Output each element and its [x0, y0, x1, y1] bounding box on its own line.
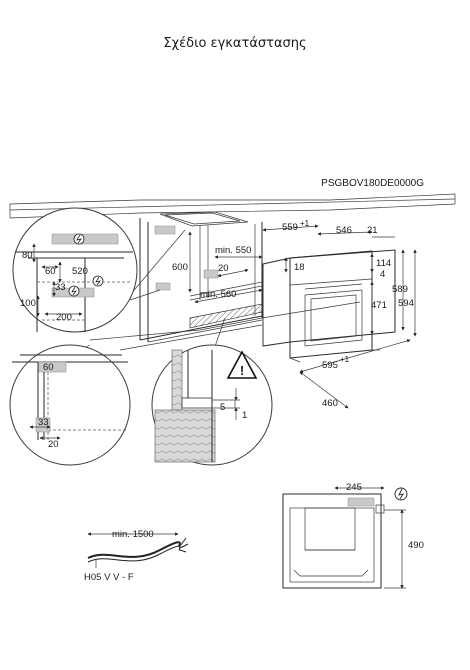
dim-min-560: min. 560	[200, 289, 236, 300]
cable-min-length: min. 1500	[112, 529, 154, 540]
warning-mark: !	[240, 363, 244, 378]
dim-460: 460	[322, 398, 338, 409]
dim-33: 33	[55, 282, 66, 293]
power-symbol-icon	[92, 275, 104, 287]
page-title: Σχέδιο εγκατάστασης	[163, 36, 307, 51]
left-detail-circle: 80 60 520 33 100 200	[12, 207, 138, 333]
dim-559: 559	[282, 222, 298, 233]
kitchen-cabinet	[9, 193, 456, 351]
power-symbol-icon	[73, 233, 85, 245]
dim-1: 1	[242, 410, 247, 421]
oven-back-view: 245 490	[282, 482, 424, 589]
dim-471: 471	[371, 300, 387, 311]
warning-icon	[226, 350, 258, 379]
dim-114: 114	[376, 258, 391, 269]
dim-600: 600	[172, 262, 188, 273]
dim-589: 589	[392, 284, 408, 295]
gap-detail-circle: 5 1 !	[151, 344, 273, 466]
dim-100: 100	[20, 298, 36, 309]
dim-60: 60	[43, 362, 54, 373]
power-symbol-icon	[394, 487, 408, 501]
dim-520: 520	[72, 266, 88, 277]
dim-4: 4	[380, 269, 385, 280]
cabinet-dimensions: min. 550 600 20 min. 560	[71, 229, 263, 356]
corner-detail-circle: 60 33 20	[9, 344, 131, 466]
dim-18: 18	[294, 262, 305, 273]
dim-594: 594	[398, 298, 414, 309]
dim-20: 20	[48, 439, 59, 450]
dim-490: 490	[408, 540, 424, 551]
dim-60: 60	[45, 266, 56, 277]
power-symbol-icon	[68, 285, 80, 297]
dim-595-tolerance: +1	[340, 355, 350, 364]
dim-546: 546	[336, 225, 352, 236]
model-code: PSGBOV180DE0000G	[321, 178, 424, 189]
dim-559-tolerance: +1	[300, 219, 310, 228]
dim-80: 80	[22, 250, 33, 261]
dim-33: 33	[38, 417, 49, 428]
dim-min-550: min. 550	[215, 245, 251, 256]
dim-200: 200	[56, 312, 72, 323]
dim-5: 5	[220, 402, 225, 413]
power-cable: min. 1500 H05 V V - F	[84, 529, 189, 583]
dim-20: 20	[218, 263, 229, 274]
oven-dimensions: 559 +1 546 21 18 114 4 471 589 594 595 +…	[262, 219, 417, 409]
dim-595: 595	[322, 360, 338, 371]
dim-21: 21	[367, 225, 378, 236]
cable-type: H05 V V - F	[84, 572, 134, 583]
dim-245: 245	[346, 482, 362, 493]
